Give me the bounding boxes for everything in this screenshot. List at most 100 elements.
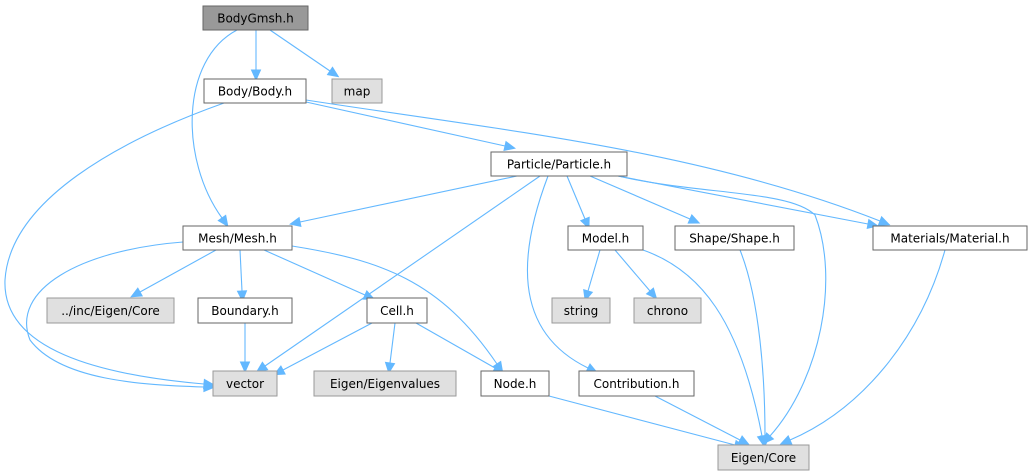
edge-body-to-particle [305, 101, 516, 152]
node-node[interactable]: Node.h [480, 370, 550, 397]
node-contribution[interactable]: Contribution.h [578, 370, 695, 397]
arrowhead-icon [255, 361, 269, 373]
arrowhead-icon [779, 434, 793, 445]
node-boundary[interactable]: Boundary.h [197, 297, 293, 324]
arrowhead-icon [250, 69, 262, 82]
edge-mesh-to-vector [26, 241, 216, 393]
arrowhead-icon [759, 435, 771, 448]
node-body[interactable]: Body/Body.h [203, 78, 307, 104]
edge-bodygmsh-to-map [269, 29, 340, 78]
edge-model-to-chrono [614, 249, 658, 300]
edges-layer [4, 29, 946, 451]
edge-line [587, 249, 601, 292]
node-cell[interactable]: Cell.h [366, 297, 428, 324]
node-label: Model.h [582, 232, 629, 246]
edge-line [614, 249, 651, 292]
edge-line [26, 241, 205, 388]
edge-material-to-eigen-core [779, 249, 946, 445]
node-label: vector [226, 377, 264, 391]
edge-cell-to-node [415, 322, 505, 374]
node-label: Node.h [494, 377, 537, 391]
arrowhead-icon [203, 381, 216, 393]
edge-line [139, 249, 217, 293]
node-particle[interactable]: Particle/Particle.h [490, 151, 628, 177]
edge-line [291, 245, 498, 365]
node-label: Eigen/Core [731, 451, 796, 465]
arrowhead-icon [645, 287, 658, 300]
edge-mesh-to-boundary [236, 249, 248, 303]
edge-particle-to-model [566, 175, 590, 230]
node-chrono[interactable]: chrono [633, 297, 702, 324]
node-label: Particle/Particle.h [507, 158, 611, 172]
edge-boundary-to-vector [239, 323, 251, 374]
node-eigenvalues[interactable]: Eigen/Eigenvalues [313, 370, 457, 397]
node-vector[interactable]: vector [212, 370, 278, 397]
edge-line [4, 102, 225, 385]
node-shape[interactable]: Shape/Shape.h [674, 225, 795, 251]
edge-line [739, 249, 766, 437]
edge-line [617, 175, 827, 437]
edge-line [642, 249, 763, 437]
node-material[interactable]: Materials/Material.h [872, 225, 1028, 251]
node-label: Materials/Material.h [890, 232, 1009, 246]
edge-mesh-to-inc-eigen-core [130, 249, 217, 298]
node-string[interactable]: string [551, 297, 611, 324]
edge-node-to-eigen-core [548, 395, 746, 451]
node-mesh[interactable]: Mesh/Mesh.h [182, 225, 293, 251]
edge-mesh-to-cell [263, 249, 376, 300]
node-label: Mesh/Mesh.h [198, 232, 277, 246]
arrowhead-icon [289, 216, 302, 228]
edge-line [526, 175, 589, 369]
edge-particle-to-shape [589, 175, 701, 224]
edge-line [654, 395, 741, 441]
node-label: BodyGmsh.h [217, 12, 294, 26]
node-label: Boundary.h [211, 304, 279, 318]
edge-particle-to-mesh [289, 175, 518, 228]
edge-cell-to-eigenvalues [384, 322, 396, 375]
edge-line [269, 29, 331, 72]
node-bodygmsh[interactable]: BodyGmsh.h [202, 5, 309, 31]
node-label: chrono [647, 304, 688, 318]
edge-line [789, 249, 946, 441]
edge-line [415, 322, 496, 369]
arrowhead-icon [384, 361, 396, 375]
edge-line [617, 175, 869, 225]
node-label: Shape/Shape.h [689, 232, 780, 246]
arrowhead-icon [130, 287, 144, 298]
edge-line [389, 322, 396, 364]
edge-line [282, 322, 373, 371]
edge-line [305, 99, 881, 222]
edge-line [239, 249, 243, 292]
edge-model-to-eigen-core [642, 249, 768, 448]
node-label: Contribution.h [594, 377, 680, 391]
node-label: string [564, 304, 598, 318]
arrowhead-icon [737, 435, 750, 446]
node-label: ../inc/Eigen/Core [61, 304, 160, 318]
node-model[interactable]: Model.h [567, 225, 644, 251]
edge-particle-to-vector [255, 175, 541, 373]
arrowhead-icon [217, 214, 229, 228]
node-map[interactable]: map [331, 78, 383, 104]
node-label: Cell.h [380, 304, 414, 318]
arrowhead-icon [239, 361, 251, 374]
node-eigen-core[interactable]: Eigen/Core [717, 444, 810, 471]
edge-line [566, 175, 586, 220]
edge-line [589, 175, 691, 220]
edge-body-to-material [305, 99, 891, 226]
node-label: Body/Body.h [218, 85, 292, 99]
arrowhead-icon [326, 66, 340, 78]
edge-line [263, 249, 366, 296]
node-label: map [344, 85, 371, 99]
edge-line [305, 101, 506, 147]
edge-contribution-to-eigen-core [654, 395, 750, 446]
node-label: Eigen/Eigenvalues [330, 377, 440, 391]
edge-bodygmsh-to-mesh [191, 29, 238, 228]
node-inc-eigen-core[interactable]: ../inc/Eigen/Core [46, 297, 175, 324]
arrowhead-icon [877, 215, 891, 226]
edge-bodygmsh-to-body [250, 30, 262, 82]
edge-particle-to-contribution [526, 175, 598, 374]
edge-line [299, 175, 518, 223]
edge-line [548, 395, 736, 446]
edge-particle-to-material [617, 175, 880, 230]
